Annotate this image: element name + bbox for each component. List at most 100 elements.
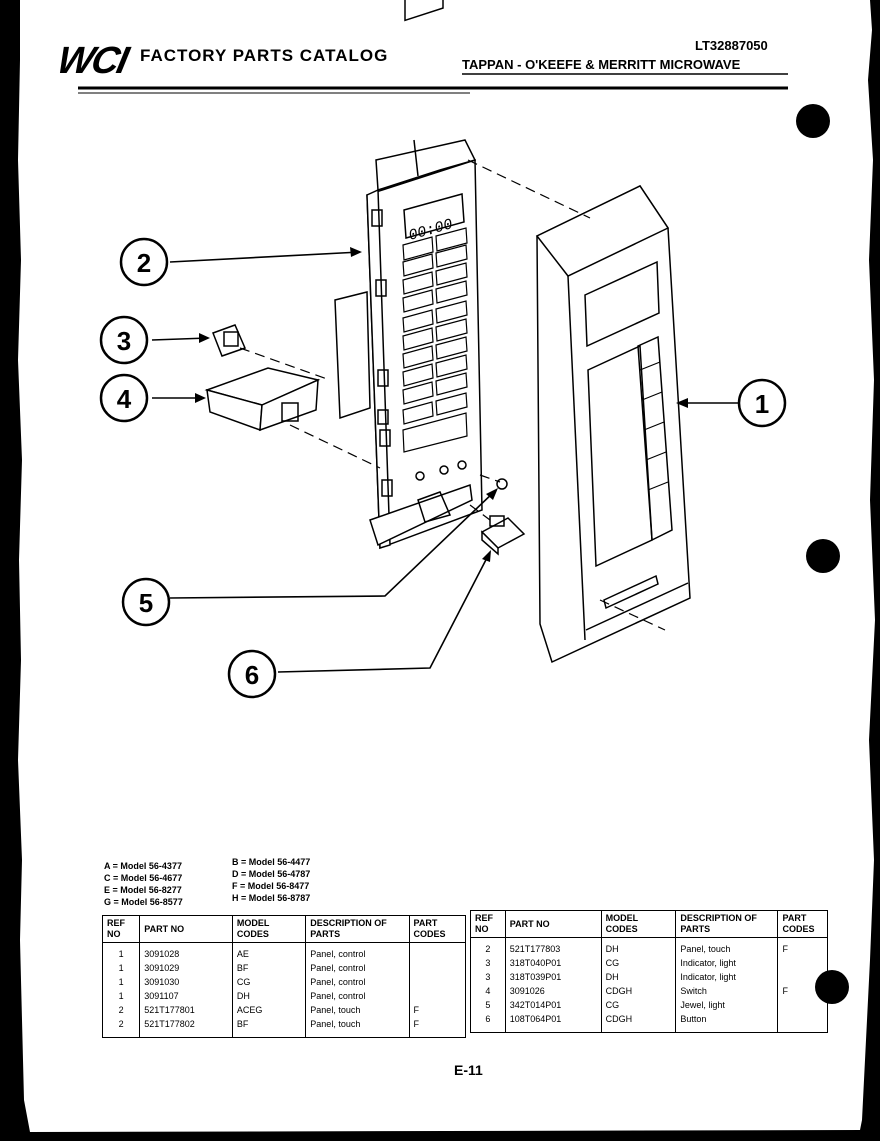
description-cell: Indicator, light <box>675 970 779 984</box>
part-no-cell: 521T177802 <box>139 1017 233 1031</box>
callouts <box>99 237 787 699</box>
part-no-cell: 342T014P01 <box>504 998 602 1012</box>
legend-item: G = Model 56-8577 <box>104 897 183 907</box>
punch-hole <box>806 539 840 573</box>
callout-3 <box>99 315 149 365</box>
part-no-cell: 318T040P01 <box>504 956 602 970</box>
part-no-cell: 3091028 <box>139 942 233 961</box>
ref-cell: 6 <box>470 1012 506 1026</box>
model-codes-cell: DH <box>231 989 307 1003</box>
part-codes-cell <box>777 970 828 984</box>
part-no-cell: 521T177803 <box>504 937 602 956</box>
model-number: LT32887050 <box>695 38 768 53</box>
model-codes-cell: CG <box>600 956 677 970</box>
wci-logo: WCI <box>53 40 131 82</box>
model-codes-cell: CG <box>600 998 677 1012</box>
callout-label-4: 4 <box>117 384 132 414</box>
legend-item: H = Model 56-8787 <box>232 893 311 903</box>
description-cell: Indicator, light <box>675 956 779 970</box>
part-codes-cell <box>408 961 467 975</box>
ref-cell: 2 <box>101 1017 141 1031</box>
part-codes-cell <box>408 989 467 1003</box>
callout-5 <box>121 577 171 627</box>
model-legend-right: B = Model 56-4477 D = Model 56-4787 F = … <box>232 856 310 904</box>
product-line: TAPPAN - O'KEEFE & MERRITT MICROWAVE <box>462 57 741 72</box>
model-codes-cell: ACEG <box>231 1003 307 1017</box>
model-codes-cell: DH <box>600 937 677 956</box>
part-codes-cell <box>777 956 828 970</box>
callout-4 <box>99 373 149 423</box>
description-cell: Panel, touch <box>305 1003 410 1017</box>
callout-2 <box>119 237 169 287</box>
ref-cell: 4 <box>470 984 506 998</box>
indicator-light-part <box>212 324 247 357</box>
ref-cell: 1 <box>101 989 141 1003</box>
parts-table-left: REF NO PART NO MODEL CODES DESCRIPTION O… <box>101 915 467 1038</box>
page-number: E-11 <box>454 1062 483 1078</box>
part-codes-cell <box>777 998 828 1012</box>
control-panel-part <box>334 0 483 550</box>
ref-cell: 3 <box>470 956 506 970</box>
table-spacer <box>470 1026 828 1033</box>
col-header-description: DESCRIPTION OF PARTS <box>675 910 779 938</box>
col-header-description: DESCRIPTION OF PARTS <box>305 915 410 943</box>
callout-label-2: 2 <box>137 248 151 278</box>
legend-item: E = Model 56-8277 <box>104 885 182 895</box>
description-cell: Panel, control <box>305 942 410 961</box>
legend-item: C = Model 56-4677 <box>104 873 183 883</box>
model-codes-cell: BF <box>231 1017 307 1031</box>
parts-table-right: REF NO PART NO MODEL CODES DESCRIPTION O… <box>470 910 828 1033</box>
col-header-part-no: PART NO <box>139 915 233 943</box>
col-header-ref: REF NO <box>470 910 506 938</box>
description-cell: Switch <box>675 984 779 998</box>
col-header-part-codes: PART CODES <box>777 910 828 938</box>
callout-1 <box>737 378 787 428</box>
part-codes-cell: F <box>408 1003 467 1017</box>
callout-6 <box>227 649 277 699</box>
ref-cell: 3 <box>470 970 506 984</box>
model-codes-cell: AE <box>231 942 307 961</box>
legend-item: D = Model 56-4787 <box>232 869 311 879</box>
part-codes-cell: F <box>777 984 828 998</box>
model-codes-cell: CDGH <box>600 1012 677 1026</box>
part-no-cell: 318T039P01 <box>504 970 602 984</box>
part-codes-cell: F <box>408 1017 467 1031</box>
callout-label-5: 5 <box>139 588 153 618</box>
description-cell: Jewel, light <box>675 998 779 1012</box>
legend-item: A = Model 56-4377 <box>104 861 182 871</box>
part-no-cell: 108T064P01 <box>504 1012 602 1026</box>
part-no-cell: 3091029 <box>139 961 233 975</box>
model-codes-cell: BF <box>231 961 307 975</box>
col-header-part-codes: PART CODES <box>408 915 467 943</box>
ref-cell: 5 <box>470 998 506 1012</box>
description-cell: Panel, control <box>305 989 410 1003</box>
model-codes-cell: CDGH <box>600 984 677 998</box>
col-header-model-codes: MODEL CODES <box>231 915 307 943</box>
door-frame-part <box>535 185 691 664</box>
callout-label-3: 3 <box>117 326 131 356</box>
punch-hole <box>796 104 830 138</box>
jewel-part <box>496 478 508 490</box>
col-header-ref: REF NO <box>101 915 141 943</box>
col-header-model-codes: MODEL CODES <box>600 910 677 938</box>
catalog-title: FACTORY PARTS CATALOG <box>140 46 389 65</box>
description-cell: Panel, control <box>305 961 410 975</box>
ref-cell: 1 <box>101 961 141 975</box>
ref-cell: 2 <box>101 1003 141 1017</box>
legend-item: F = Model 56-8477 <box>232 881 310 891</box>
exploded-diagram <box>151 0 738 673</box>
